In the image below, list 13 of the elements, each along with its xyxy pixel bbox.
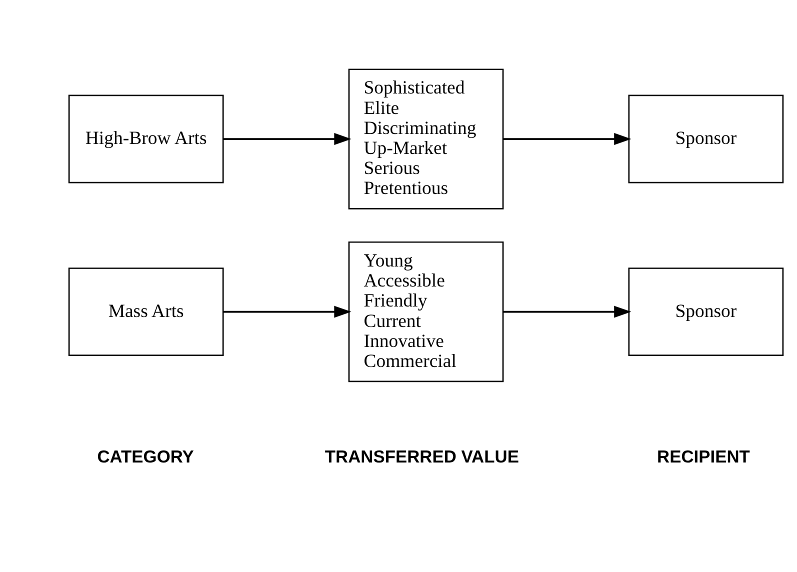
- node-box: Mass Arts: [68, 268, 224, 356]
- node-box: High-Brow Arts: [68, 94, 224, 184]
- label: TRANSFERRED VALUE: [324, 446, 519, 466]
- label: CATEGORY: [97, 446, 194, 466]
- arrow: [223, 133, 352, 146]
- arrow: [223, 306, 352, 318]
- label: RECIPIENT: [657, 446, 750, 466]
- arrow: [503, 306, 632, 318]
- node-box: Sponsor: [628, 94, 784, 184]
- node-box: Young Accessible Friendly Current Innovative Commercial: [348, 241, 504, 382]
- arrow: [503, 133, 632, 146]
- node-box: Sponsor: [628, 268, 784, 356]
- node-box: Sophisticated Elite Discriminating Up-Market Serious Pretentious: [348, 68, 504, 210]
